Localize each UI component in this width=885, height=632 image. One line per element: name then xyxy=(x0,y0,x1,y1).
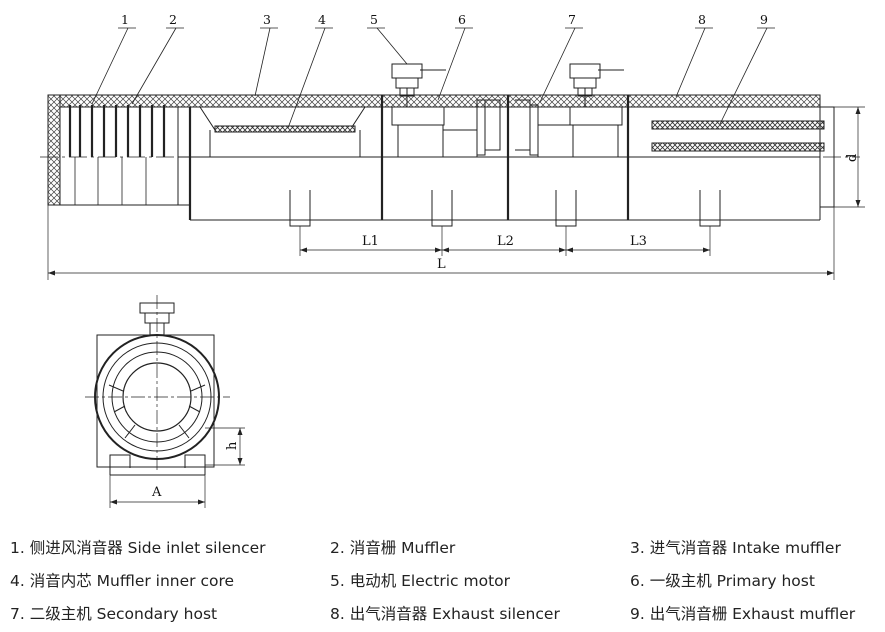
legend-item-5: 5. 电动机 Electric motor xyxy=(330,572,511,590)
legend-item-2: 2. 消音栅 Muffler xyxy=(330,539,456,557)
legend-item-7: 7. 二级主机 Secondary host xyxy=(10,605,218,623)
muffler-inner-core xyxy=(214,125,356,133)
callout-1: 1 xyxy=(121,12,129,27)
legend-item-6: 6. 一级主机 Primary host xyxy=(630,572,815,590)
dim-a: A xyxy=(151,485,162,500)
side-inlet-silencer xyxy=(47,94,61,206)
callout-3: 3 xyxy=(263,12,271,27)
dimension-arrows xyxy=(48,107,861,505)
dim-l2: L2 xyxy=(497,234,514,249)
dimension-lines xyxy=(47,106,865,508)
callout-2: 2 xyxy=(169,12,177,27)
muffler-baffles xyxy=(68,105,166,157)
electric-motor-2 xyxy=(569,63,624,107)
callout-4: 4 xyxy=(318,12,326,27)
parts-legend: 1. 侧进风消音器 Side inlet silencer 2. 消音栅 Muf… xyxy=(0,528,885,632)
callout-6: 6 xyxy=(458,12,466,27)
end-view xyxy=(85,295,230,476)
dim-h: h xyxy=(225,441,240,450)
legend-item-9: 9. 出气消音栅 Exhaust muffler xyxy=(630,605,856,623)
callout-8: 8 xyxy=(698,12,706,27)
legend-item-1: 1. 侧进风消音器 Side inlet silencer xyxy=(10,539,266,557)
technical-drawing: 1 2 3 4 5 6 7 8 9 L1 xyxy=(40,12,865,508)
dim-d: d xyxy=(845,154,860,162)
callout-9: 9 xyxy=(760,12,768,27)
dim-l3: L3 xyxy=(630,234,647,249)
dim-l: L xyxy=(437,257,446,272)
dim-l1: L1 xyxy=(362,234,379,249)
callout-numbers: 1 2 3 4 5 6 7 8 9 xyxy=(121,12,768,27)
dimension-labels: L1 L2 L3 L d h A xyxy=(151,154,860,500)
legend-item-8: 8. 出气消音器 Exhaust silencer xyxy=(330,605,560,623)
callout-leaders xyxy=(91,27,775,129)
side-elevation xyxy=(40,63,860,227)
legend-item-3: 3. 进气消音器 Intake muffler xyxy=(630,539,841,557)
callout-7: 7 xyxy=(568,12,576,27)
exhaust-muffler xyxy=(651,120,825,130)
callout-5: 5 xyxy=(370,12,378,27)
secondary-host xyxy=(537,124,574,158)
legend-item-4: 4. 消音内芯 Muffler inner core xyxy=(10,572,235,590)
primary-host xyxy=(397,124,444,158)
